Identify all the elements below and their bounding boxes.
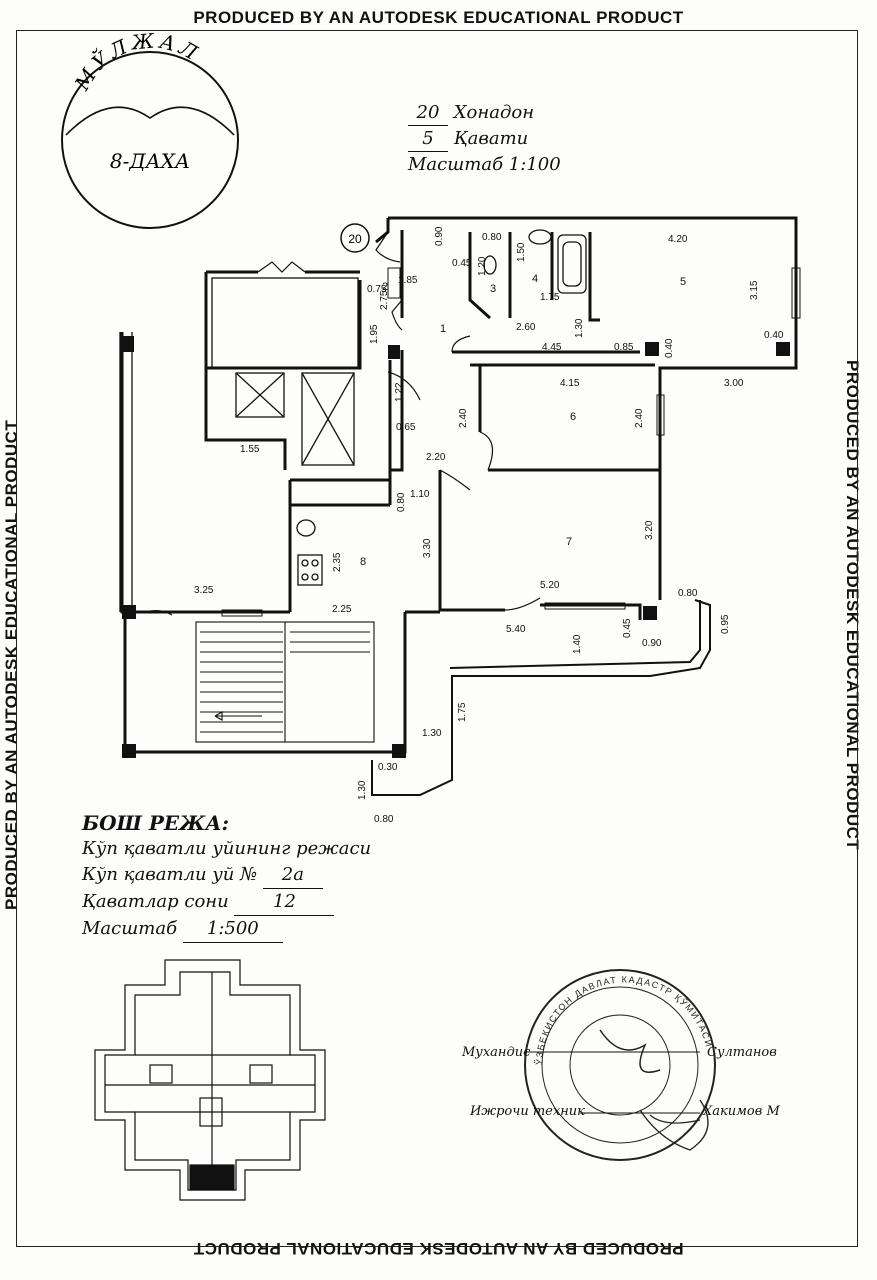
general-plan-line1: Кўп қаватли уйининг режаси [82,838,372,859]
signature-lines [525,1051,700,1114]
scale-value: 1:500 [182,916,283,943]
room-8: 8 [360,556,366,568]
dim-label: 3.25 [194,585,214,596]
dim-label: 4.45 [542,342,562,353]
dim-label: 1.75 [540,292,560,303]
dim-label: 3.30 [422,538,433,558]
apartment-number-label: Хонадон [453,102,535,123]
dim-label: 1.10 [410,489,430,500]
dim-label: 1.55 [240,444,260,455]
room-4: 4 [532,273,538,285]
dim-label: 0.40 [764,330,784,341]
dim-label: 0.80 [374,814,394,825]
dim-label: 0.80 [482,232,502,243]
dim-label: 0.45 [622,618,633,638]
dim-label: 1.40 [572,634,583,654]
engineer-role: Мухандис [462,1045,531,1060]
apartment-walls [120,216,798,754]
dim-label: 0.65 [396,422,416,433]
dim-label: 5.40 [506,624,526,635]
dim-label: 1.30 [574,318,585,338]
apartment-number: 20 [408,100,448,126]
room-labels: 1 2 3 4 5 6 7 8 [360,273,686,568]
dim-label: 2.40 [634,408,645,428]
scale-label: Масштаб [82,918,178,939]
floor-number: 5 [408,126,448,152]
unit-marker-label: 20 [348,232,362,246]
stamp-arc-text: МЎЛЖАЛ [69,28,205,95]
general-plan-block: БОШ РЕЖА: Кўп қаватли уйининг режаси Кўп… [82,810,371,943]
dim-label: 2.75 [379,290,390,310]
dim-label: 1.20 [477,256,488,276]
dim-label: 3.00 [724,378,744,389]
unit-marker: 20 [340,223,370,253]
stamp-label: 8-ДАХА [110,149,190,173]
dim-label: 0.30 [378,762,398,773]
dim-label: 1.95 [369,324,380,344]
dim-label: 5.20 [540,580,560,591]
floor-label: Қавати [453,128,529,149]
dim-label: 0.80 [678,588,698,599]
floors-label: Қаватлар сони [82,891,229,912]
dim-label: 0.90 [642,638,662,649]
technician-name: Хакимов М [703,1104,780,1119]
room-1: 1 [440,323,446,335]
apartment-title-block: 20 Хонадон 5 Қавати Масштаб 1:100 [408,100,561,177]
dimension-labels: 0.90 0.80 1.20 1.50 4.20 0.45 1.85 0.75 … [194,226,784,825]
dim-label: 2.25 [332,604,352,615]
interior-partitions [119,229,587,612]
dim-label: 0.40 [664,338,675,358]
dim-label: 2.35 [332,552,343,572]
dim-label: 3.15 [749,280,760,300]
building-number: 2а [262,862,323,889]
engineer-name: Султанов [707,1045,777,1060]
dim-label: 0.75 [367,284,387,295]
dim-label: 1.85 [398,275,418,286]
dim-label: 1.22 [394,382,405,402]
dim-label: 0.90 [434,226,445,246]
door-swings [144,231,541,616]
dim-label: 1.50 [516,242,527,262]
room-7: 7 [566,536,572,548]
drawing-frame [16,30,858,1247]
stairwell [195,621,375,743]
dim-label: 4.15 [560,378,580,389]
dim-label: 0.85 [614,342,634,353]
location-stamp: МЎЛЖАЛ 8-ДАХА [61,28,239,229]
room-5: 5 [680,276,686,288]
plan-scale: Масштаб 1:100 [408,154,561,175]
building-label: Кўп қаватли уй № [82,864,258,885]
dim-label: 2.60 [516,322,536,333]
dim-label: 4.20 [668,234,688,245]
general-plan-title: БОШ РЕЖА: [82,811,230,835]
building-overview-plan [94,959,326,1201]
dim-label: 2.40 [458,408,469,428]
dim-label: 3.20 [644,520,655,540]
room-2: 2 [382,281,388,293]
windows [221,267,801,617]
watermark-top: PRODUCED BY AN AUTODESK EDUCATIONAL PROD… [193,8,684,27]
dim-label: 1.30 [422,728,442,739]
dim-label: 1.75 [457,702,468,722]
structural-columns [120,336,790,758]
balcony-outline [371,599,711,796]
official-seal: ЎЗБЕКИСТОН ДАВЛАТ КАДАСТР ҚЎМИТАСИ [524,969,716,1161]
dim-label: 0.45 [452,258,472,269]
dim-label: 2.20 [426,452,446,463]
dim-label: 0.95 [720,614,731,634]
room-3: 3 [490,283,496,295]
room-6: 6 [570,411,576,423]
dim-label: 0.80 [396,492,407,512]
floors-count: 12 [234,889,335,916]
dim-label: 1.30 [357,780,368,800]
technician-role: Ижрочи техник [470,1104,585,1119]
